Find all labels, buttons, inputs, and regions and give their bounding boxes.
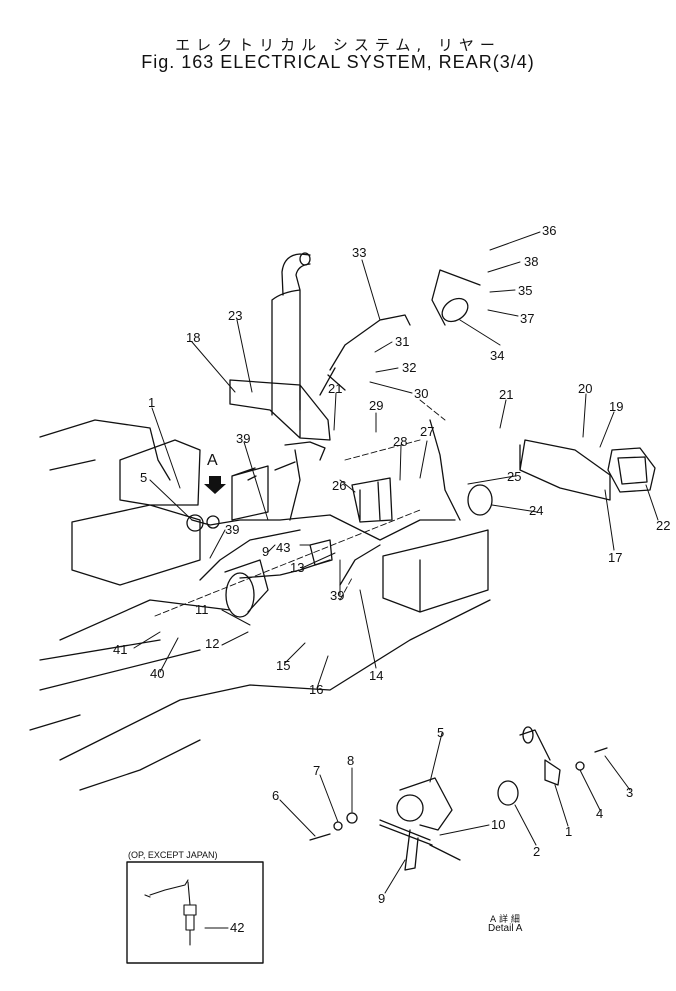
detail-callout-8: 8 [347,753,354,768]
callout-1: 1 [148,395,155,410]
detail-callout-9: 9 [378,891,385,906]
callout-12: 12 [205,636,219,651]
mount-bracket [229,379,331,441]
callout-25: 25 [507,469,521,484]
figure-title: Fig. 163 ELECTRICAL SYSTEM, REAR(3/4) [141,52,535,72]
lamp-24 [467,484,493,516]
exhaust-tip [299,252,311,266]
battery-box-right [382,529,489,613]
callout-19: 19 [609,399,623,414]
callout-21b: 21 [499,387,513,402]
reference-lines [154,399,446,617]
callout-40: 40 [150,666,164,681]
leader-lines [133,231,659,894]
detail-callout-10: 10 [491,817,505,832]
detail-callout-5: 5 [437,725,444,740]
detail-callout-7: 7 [313,763,320,778]
detail-callout-2: 2 [533,844,540,859]
view-arrow-label: A [207,452,218,469]
detail-label-japanese: A 詳 細 [490,915,520,925]
callout-22: 22 [656,518,670,533]
callout-17: 17 [608,550,622,565]
lamp-34 [441,297,469,323]
callout-16: 16 [309,682,323,697]
inset-callout-42: 42 [230,920,244,935]
callout-30: 30 [414,386,428,401]
callout-43: 43 [276,540,290,555]
lamp-bracket [519,439,611,501]
lamp-5 [186,514,204,532]
callout-39a: 39 [236,431,250,446]
wiring-harness [191,419,461,586]
callout-23: 23 [228,308,242,323]
inset-box [126,861,264,964]
callout-14: 14 [369,668,383,683]
wire-coil-a [274,441,326,471]
callout-18: 18 [186,330,200,345]
callout-15: 15 [276,658,290,673]
callout-21a: 21 [328,381,342,396]
callout-24: 24 [529,503,543,518]
seat [71,439,201,586]
callout-38: 38 [524,254,538,269]
callout-31: 31 [395,334,409,349]
detail-callout-3: 3 [626,785,633,800]
chassis-outline [29,419,491,791]
relay-bracket [351,477,393,523]
callout-34: 34 [490,348,504,363]
inset-sensor-42 [144,879,197,946]
lamp-22 [607,447,656,493]
callout-11: 11 [195,602,209,617]
callout-13: 13 [290,560,304,575]
inset-caption: (OP, EXCEPT JAPAN) [128,850,218,860]
detail-callout-1: 1 [565,824,572,839]
callout-41: 41 [113,642,127,657]
view-arrow [204,476,226,494]
component-11 [225,572,255,618]
callout-36: 36 [542,223,556,238]
detail-a-parts [309,726,608,871]
detail-callout-4: 4 [596,806,603,821]
callout-labels: 36 38 35 37 34 33 31 32 30 23 18 21 29 2… [113,223,670,935]
callout-37: 37 [520,311,534,326]
callout-32: 32 [402,360,416,375]
horn-13 [309,539,333,566]
callout-26: 26 [332,478,346,493]
exhaust-pipe [271,253,311,416]
callout-29: 29 [369,398,383,413]
callout-20: 20 [578,381,592,396]
figure-title-japanese: エレクトリカル システム, リヤー [175,36,501,54]
battery-box-left [231,465,269,521]
callout-39c: 39 [330,588,344,603]
detail-label: Detail A [488,923,523,934]
callout-33: 33 [352,245,366,260]
detail-callout-6: 6 [272,788,279,803]
callout-9: 9 [262,544,269,559]
callout-39b: 39 [225,522,239,537]
callout-5: 5 [140,470,147,485]
callout-35: 35 [518,283,532,298]
callout-27: 27 [420,424,434,439]
callout-28: 28 [393,434,407,449]
